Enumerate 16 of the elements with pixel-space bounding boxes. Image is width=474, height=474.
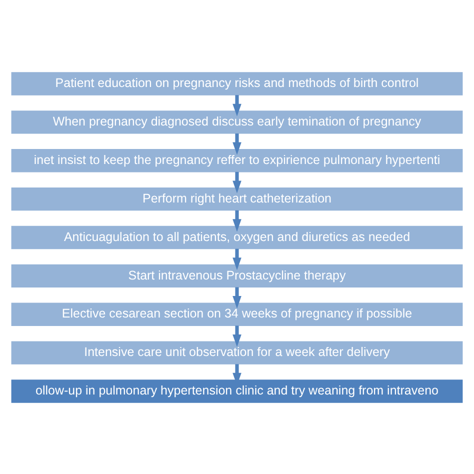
node-box: inet insist to keep the pregnancy reffer to expirience pulmonary hypertenti: [11, 148, 463, 172]
arrow: [232, 210, 242, 232]
arrow: [232, 94, 242, 116]
node-box: Start intravenous Prostacycline therapy: [11, 264, 463, 288]
node-box: Perform right heart catheterization: [11, 186, 463, 210]
arrow: [232, 248, 242, 270]
node-box: Intensive care unit observation for a week after delivery: [11, 340, 463, 364]
arrow: [232, 132, 242, 154]
node-box: Elective cesarean section on 34 weeks of pregnancy if possible: [11, 302, 463, 326]
arrow: [232, 171, 242, 193]
arrow: [232, 286, 242, 308]
node-box: Anticuagulation to all patients, oxygen and diuretics as needed: [11, 225, 463, 249]
node-box: When pregnancy diagnosed discuss early temination of pregnancy: [11, 110, 463, 134]
node-box: Patient education on pregnancy risks and methods of birth control: [11, 72, 463, 95]
node-box: ollow-up in pulmonary hypertension clinic and try weaning from intraveno: [11, 379, 463, 402]
arrow: [232, 325, 242, 347]
